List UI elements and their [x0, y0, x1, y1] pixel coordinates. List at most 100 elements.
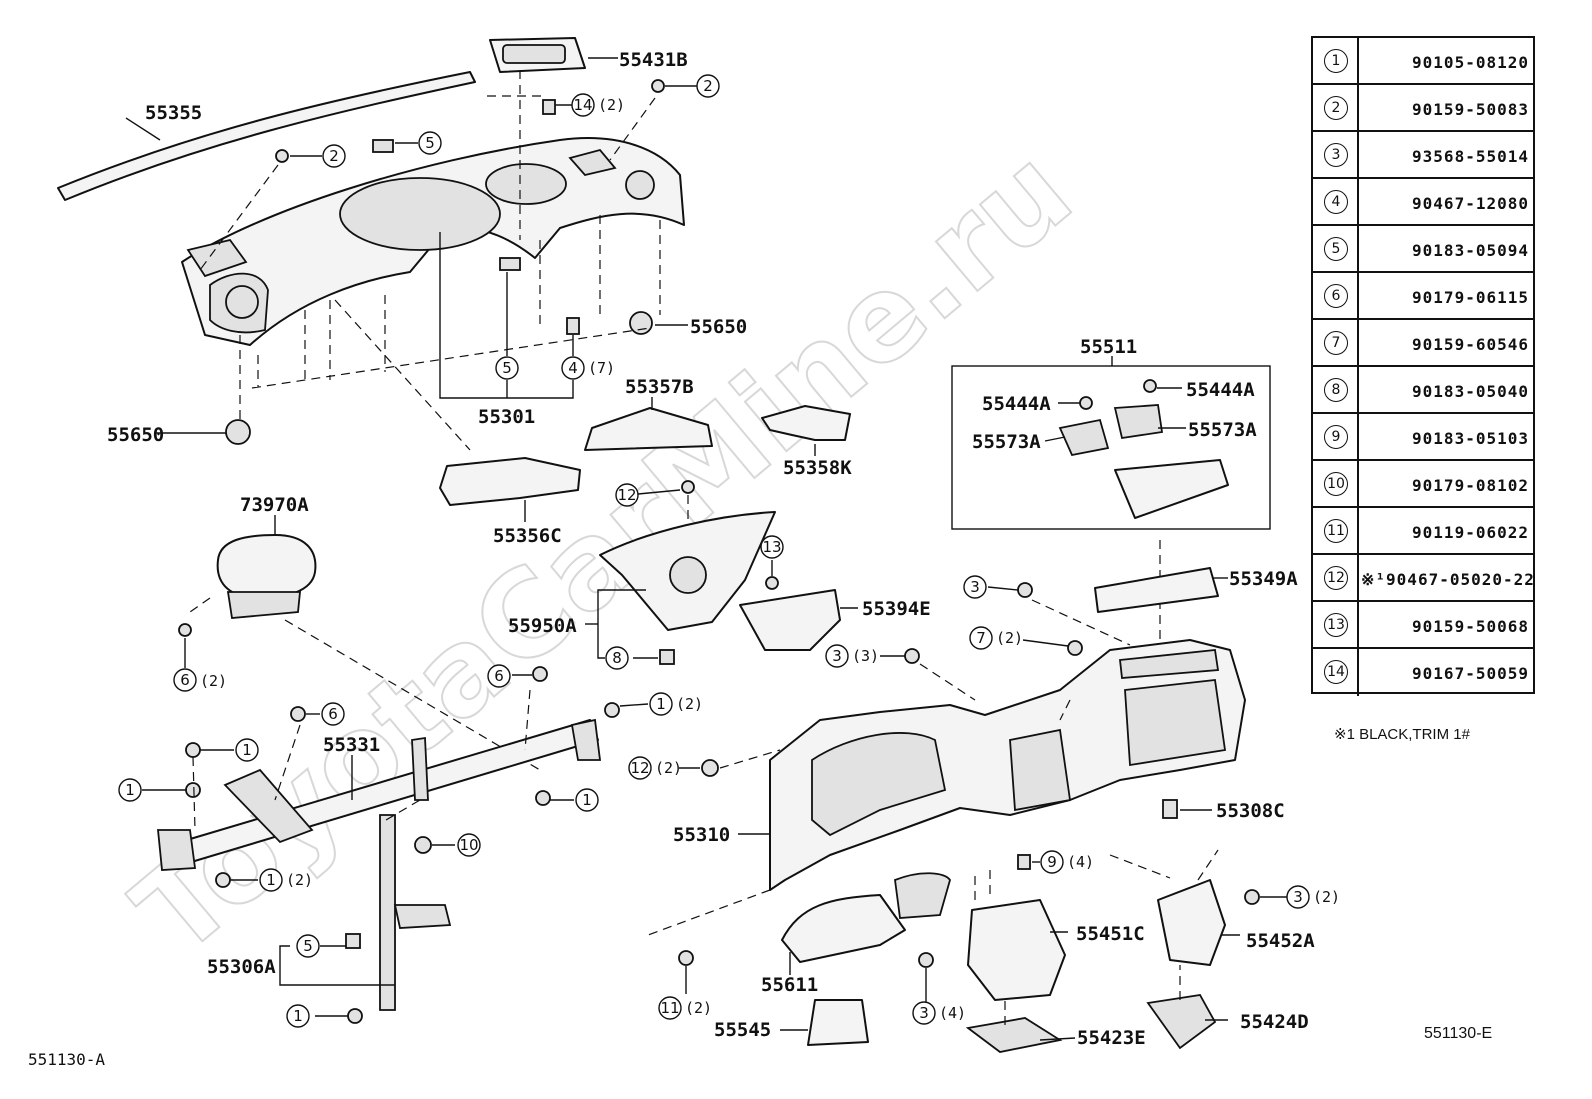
duct-part: [584, 407, 713, 451]
svg-text:1: 1: [656, 695, 666, 713]
ref-10: 10: [457, 833, 481, 857]
clip-part: [629, 311, 653, 335]
table-row: 2 90159-50083: [1313, 85, 1533, 132]
duct-part: [439, 457, 581, 506]
ref-number-cell: 4: [1313, 179, 1359, 224]
ref-number-cell: 2: [1313, 85, 1359, 130]
label-55650: 55650: [107, 424, 164, 446]
ref-number: 1: [1324, 49, 1348, 73]
ref-number: 13: [1324, 613, 1348, 637]
label-55452A: 55452A: [1246, 930, 1315, 952]
part-number: 90159-60546: [1412, 335, 1529, 354]
svg-text:1: 1: [582, 791, 592, 809]
ref-8: 8: [605, 646, 629, 670]
ref-2: 2: [322, 144, 346, 168]
airbag-module: [216, 534, 317, 599]
part-number: ※¹90467-05020-22: [1361, 570, 1535, 589]
svg-text:4: 4: [568, 359, 578, 377]
ref-3: 3: [825, 644, 849, 668]
label-55611: 55611: [761, 974, 818, 996]
table-row: 1 90105-08120: [1313, 38, 1533, 85]
ref-number: 2: [1324, 96, 1348, 120]
table-row: 4 90467-12080: [1313, 179, 1533, 226]
ref-14: 14: [571, 93, 595, 117]
label-55358K: 55358K: [783, 457, 852, 479]
label-55573A: 55573A: [972, 431, 1041, 453]
glove-box-door: [1114, 459, 1229, 519]
part-number: 90183-05040: [1412, 382, 1529, 401]
illustration-code-right: 551130-E: [1424, 1025, 1493, 1042]
part-number: 90105-08120: [1412, 53, 1529, 72]
table-row: 3 93568-55014: [1313, 132, 1533, 179]
ref-6: 6: [487, 664, 511, 688]
ref-9: 9: [1040, 850, 1064, 874]
ref-2: 2: [696, 74, 720, 98]
svg-text:9: 9: [1047, 853, 1057, 871]
ref-number-cell: 14: [1313, 649, 1359, 696]
ref-13: 13: [760, 535, 784, 559]
qty-3: (2): [1313, 888, 1340, 906]
ref-12: 12: [628, 756, 652, 780]
part-number: 90159-50083: [1412, 100, 1529, 119]
hole-cover-part: [807, 999, 869, 1046]
clip-part: [225, 419, 251, 445]
svg-text:2: 2: [703, 77, 713, 95]
label-55331: 55331: [323, 734, 380, 756]
label-55511: 55511: [1080, 336, 1137, 358]
ref-number-cell: 8: [1313, 367, 1359, 412]
qty-1: (2): [286, 871, 313, 889]
defroster-molding: [57, 71, 476, 201]
duct-part: [761, 405, 851, 441]
mat-part: [1146, 994, 1217, 1050]
svg-text:8: 8: [612, 649, 622, 667]
lower-cover-part: [781, 894, 906, 963]
ref-5: 5: [418, 131, 442, 155]
ref-3: 3: [1286, 885, 1310, 909]
ref-number: 5: [1324, 237, 1348, 261]
label-55573A: 55573A: [1188, 419, 1257, 441]
label-55423E: 55423E: [1077, 1027, 1146, 1049]
label-55308C: 55308C: [1216, 800, 1285, 822]
reinforcement-beam: [157, 718, 602, 1011]
ref-number: 12: [1324, 566, 1348, 590]
svg-text:3: 3: [832, 647, 842, 665]
lower-finish-part: [739, 589, 841, 651]
label-55650: 55650: [690, 316, 747, 338]
svg-text:14: 14: [573, 96, 592, 114]
label-55310: 55310: [673, 824, 730, 846]
ref-1: 1: [649, 692, 673, 716]
ref-number-cell: 10: [1313, 461, 1359, 506]
table-row: 12 ※¹90467-05020-22: [1313, 555, 1535, 602]
ref-11: 11: [658, 996, 682, 1020]
label-55424D: 55424D: [1240, 1011, 1309, 1033]
ref-number: 6: [1324, 284, 1348, 308]
ref-number: 7: [1324, 331, 1348, 355]
ref-number: 4: [1324, 190, 1348, 214]
ref-number: 9: [1324, 425, 1348, 449]
svg-text:5: 5: [502, 359, 512, 377]
part-number: 93568-55014: [1412, 147, 1529, 166]
svg-text:1: 1: [266, 871, 276, 889]
ref-number-cell: 3: [1313, 132, 1359, 177]
svg-text:10: 10: [459, 836, 478, 854]
qty-11: (2): [685, 999, 712, 1017]
label-55306A: 55306A: [207, 956, 276, 978]
part-number: 90119-06022: [1412, 523, 1529, 542]
part-number: 90467-12080: [1412, 194, 1529, 213]
ref-3: 3: [963, 575, 987, 599]
instrument-panel-upper-cover: [181, 137, 685, 346]
ref-1: 1: [259, 868, 283, 892]
qty-7: (2): [996, 629, 1023, 647]
ref-number-cell: 13: [1313, 602, 1359, 647]
qty-1: (2): [676, 695, 703, 713]
label-55357B: 55357B: [625, 376, 694, 398]
svg-text:11: 11: [660, 999, 679, 1017]
qty-3: (3): [852, 647, 879, 665]
label-73970A: 73970A: [240, 494, 309, 516]
svg-text:13: 13: [762, 538, 781, 556]
